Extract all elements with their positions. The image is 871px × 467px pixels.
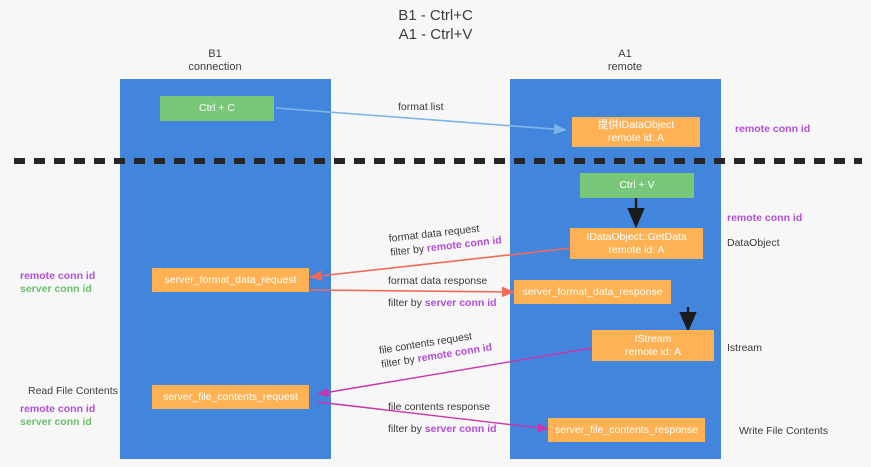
node-idataobject-title: 提供IDataObject <box>597 119 675 131</box>
node-server-format-data-request[interactable]: server_format_data_request <box>152 268 309 292</box>
node-server-file-contents-response[interactable]: server_file_contents_response <box>548 418 705 442</box>
node-getdata-title: IDataObject::GetData <box>586 230 687 243</box>
filter-prefix: filter by <box>388 423 425 435</box>
annotation-right-write-file-contents: Write File Contents <box>739 425 829 437</box>
node-ctrl-c[interactable]: Ctrl + C <box>160 96 274 121</box>
edge-label-format-data-request: format data request filter by remote con… <box>388 219 502 260</box>
edge-label-format-data-response: format data response filter by server co… <box>388 274 497 310</box>
annotation-right-remote-conn-id-mid: remote conn id <box>727 212 803 224</box>
filter-prefix: filter by <box>389 242 428 259</box>
node-idataobject-getdata[interactable]: IDataObject::GetData remote id: A <box>570 228 703 259</box>
annotation-left-server-conn-id-mid: server conn id <box>20 283 92 295</box>
filter-key-server-conn-id: server conn id <box>424 423 497 435</box>
column-header-a1: A1 remote <box>550 48 700 74</box>
annotation-left-remote-conn-id-mid: remote conn id <box>20 270 96 282</box>
node-istream-title: IStream <box>634 332 672 345</box>
column-header-a1-name: A1 <box>618 48 632 60</box>
node-istream[interactable]: IStream remote id: A <box>592 330 714 361</box>
edge-label-file-contents-request: file contents request filter by remote c… <box>378 326 493 371</box>
node-server-file-contents-response-label: server_file_contents_response <box>554 423 698 436</box>
annotation-right-remote-conn-id-top: remote conn id <box>735 123 811 135</box>
node-server-file-contents-request-label: server_file_contents_request <box>163 390 298 403</box>
node-idataobject-sub: remote id: A <box>607 132 665 144</box>
node-idataobject[interactable]: 提供IDataObject remote id: A <box>572 117 700 147</box>
edge-label-file-contents-response: file contents response filter by server … <box>388 400 497 436</box>
title-line-1: B1 - Ctrl+C <box>398 7 473 24</box>
edge-label-format-data-response-filter: filter by server conn id <box>388 296 497 310</box>
node-istream-sub: remote id: A <box>624 345 682 358</box>
page-title: B1 - Ctrl+C A1 - Ctrl+V <box>0 6 871 44</box>
edge-label-format-list: format list <box>398 100 444 114</box>
title-line-2: A1 - Ctrl+V <box>398 26 473 43</box>
edge-label-format-list-text: format list <box>398 101 444 113</box>
annotation-left-read-file-contents: Read File Contents <box>28 385 118 397</box>
node-getdata-sub: remote id: A <box>608 243 665 256</box>
edge-label-file-contents-response-text: file contents response <box>388 401 491 413</box>
node-ctrl-v[interactable]: Ctrl + V <box>580 173 694 198</box>
node-server-file-contents-request[interactable]: server_file_contents_request <box>152 385 309 409</box>
edge-label-format-data-response-text: format data response <box>388 275 488 287</box>
edge-label-file-contents-response-filter: filter by server conn id <box>388 422 497 436</box>
node-ctrl-c-label: Ctrl + C <box>199 102 235 114</box>
node-server-format-data-request-label: server_format_data_request <box>164 273 297 286</box>
filter-prefix: filter by <box>388 297 425 309</box>
node-server-format-data-response[interactable]: server_format_data_response <box>514 280 671 304</box>
node-server-format-data-response-label: server_format_data_response <box>522 285 663 298</box>
column-header-a1-sub: remote <box>607 61 643 73</box>
annotation-left-remote-conn-id-bottom: remote conn id <box>20 403 96 415</box>
filter-key-server-conn-id: server conn id <box>424 297 497 309</box>
annotation-left-server-conn-id-bottom: server conn id <box>20 416 92 428</box>
annotation-right-dataobject: DataObject <box>727 237 780 249</box>
annotation-right-istream: Istream <box>727 342 763 354</box>
column-header-b1-sub: connection <box>188 61 242 73</box>
node-ctrl-v-label: Ctrl + V <box>619 179 655 191</box>
column-header-b1: B1 connection <box>140 48 290 74</box>
column-header-b1-name: B1 <box>208 48 222 60</box>
